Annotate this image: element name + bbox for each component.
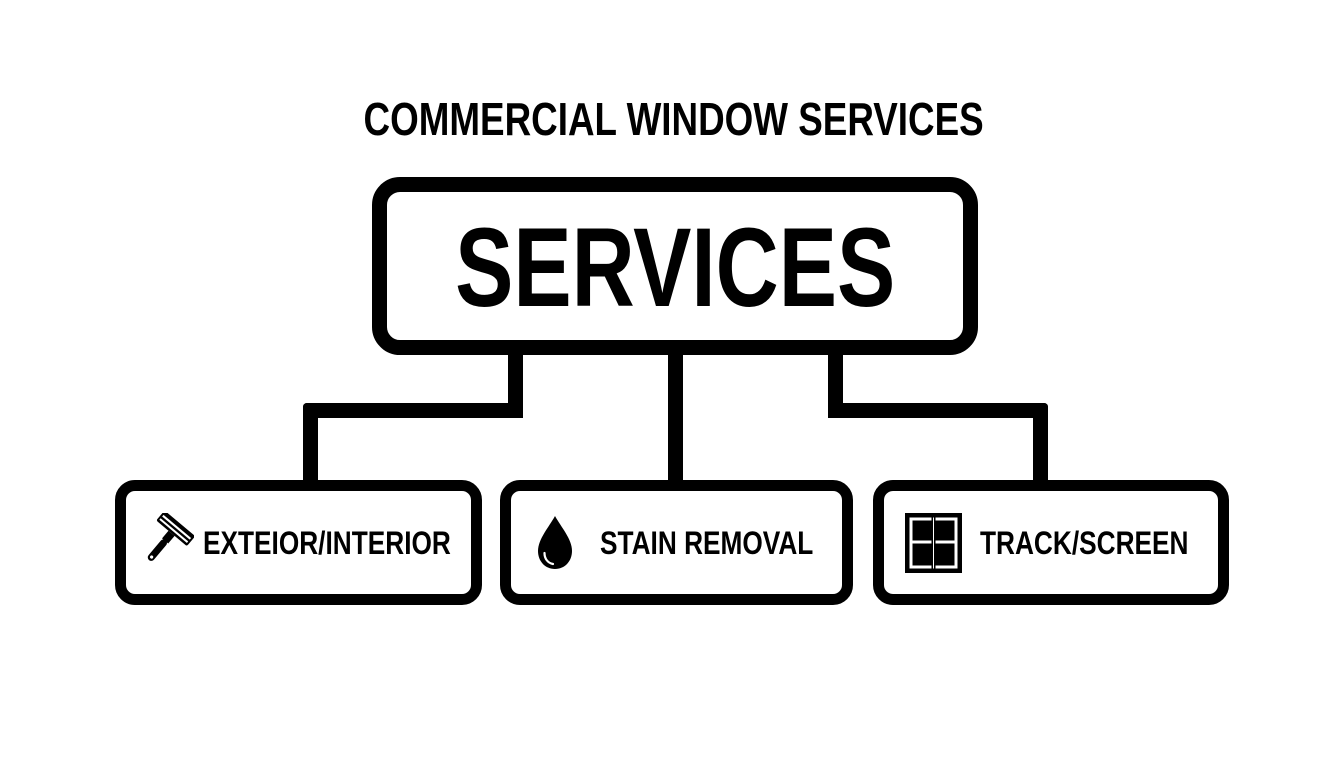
connector-right-horizontal <box>828 403 1048 418</box>
connector-left-upper-vertical <box>508 350 523 418</box>
diagram-title-text: COMMERCIAL WINDOW SERVICES <box>363 93 984 145</box>
root-node-services: SERVICES <box>372 177 978 355</box>
child-node-label: EXTEIOR/INTERIOR <box>203 524 451 561</box>
child-node-track-screen: TRACK/SCREEN <box>873 480 1229 605</box>
water-drop-icon <box>535 515 575 571</box>
window-icon <box>905 512 962 573</box>
connector-left-lower-vertical <box>303 403 318 485</box>
connector-left-horizontal <box>303 403 523 418</box>
diagram-title: COMMERCIAL WINDOW SERVICES <box>0 92 1344 146</box>
child-node-label: TRACK/SCREEN <box>980 524 1189 561</box>
connector-middle-vertical <box>668 350 683 485</box>
child-node-exterior-interior: EXTEIOR/INTERIOR <box>115 480 482 605</box>
connector-right-upper-vertical <box>828 350 843 418</box>
child-node-stain-removal: STAIN REMOVAL <box>500 480 853 605</box>
child-node-label: STAIN REMOVAL <box>600 524 814 561</box>
squeegee-icon <box>138 510 195 573</box>
root-node-label: SERVICES <box>454 205 896 330</box>
connector-right-lower-vertical <box>1033 403 1048 485</box>
